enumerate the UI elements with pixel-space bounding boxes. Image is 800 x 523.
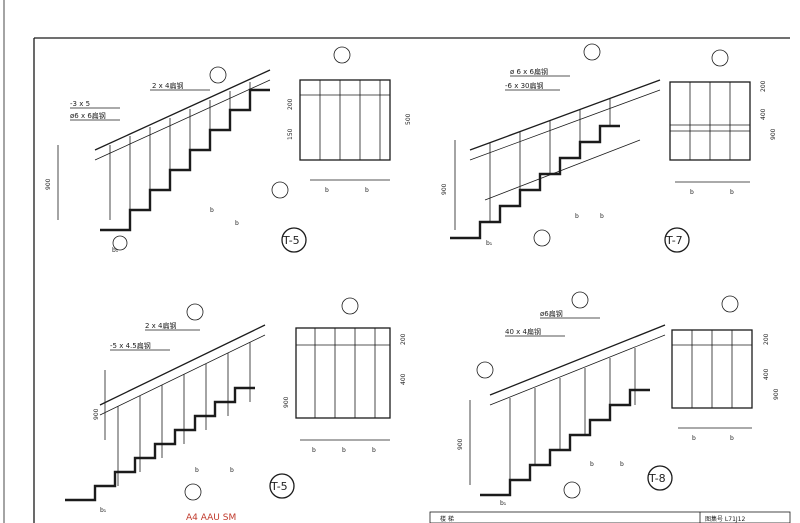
detail-bubble bbox=[711, 49, 729, 67]
tread-dim: b₁ bbox=[486, 240, 493, 247]
handrail-inner bbox=[99, 334, 266, 416]
detail-bubble bbox=[533, 229, 551, 247]
detail-bubble bbox=[186, 303, 204, 321]
red-stamp-text: A4 AAU SM bbox=[186, 513, 236, 523]
stair-profile bbox=[65, 386, 255, 502]
callout-label: ø6 x 6扁钢 bbox=[70, 111, 106, 120]
view-t7: 900 ø 6 x 6扁钢 -6 x 30扁钢 b₁ b b T-7 200 4… bbox=[441, 43, 777, 253]
tread-dim: b bbox=[195, 467, 199, 474]
tread-dim: b bbox=[230, 467, 234, 474]
view-stamp bbox=[647, 465, 673, 491]
elev-bottom-dim: b bbox=[730, 189, 734, 196]
view-stamp-label: T-7 bbox=[665, 234, 683, 247]
elevation-frame bbox=[295, 327, 391, 419]
callout-label: 2 x 4扁钢 bbox=[145, 321, 177, 330]
callout-label: -3 x 5 bbox=[70, 100, 90, 108]
elev-bottom-dim: b bbox=[730, 435, 734, 442]
detail-bubble bbox=[271, 181, 289, 199]
elev-bottom-dim: b bbox=[325, 187, 329, 194]
tread-dim: b bbox=[235, 220, 239, 227]
detail-bubble bbox=[571, 291, 589, 309]
elev-dim: 400 bbox=[760, 108, 767, 120]
view-stamp bbox=[664, 227, 690, 253]
view-stamp-label: T-5 bbox=[282, 234, 300, 247]
tread-dim: b bbox=[210, 207, 214, 214]
callout-label: -6 x 30扁钢 bbox=[505, 81, 543, 90]
view-stamp-label: T-8 bbox=[648, 472, 666, 485]
handrail bbox=[469, 79, 661, 151]
tread-dim: b bbox=[590, 461, 594, 468]
handrail-inner bbox=[489, 334, 666, 406]
elev-bottom-dim: b bbox=[692, 435, 696, 442]
elev-bottom-dim: b bbox=[372, 447, 376, 454]
view-stamp-label: T-5 bbox=[270, 480, 288, 493]
elev-dim: 900 bbox=[770, 128, 777, 140]
view-stamp bbox=[269, 473, 295, 499]
detail-bubble bbox=[209, 66, 227, 84]
elev-dim: 400 bbox=[763, 368, 770, 380]
stair-profile bbox=[100, 88, 270, 232]
view-t8: 900 ø6扁钢 40 x 4扁钢 b₁ b b T-8 200 400 900… bbox=[457, 291, 780, 507]
callout-label: ø 6 x 6扁钢 bbox=[510, 67, 548, 76]
detail-bubble bbox=[721, 295, 739, 313]
stair-profile bbox=[480, 388, 650, 497]
callout-label: -5 x 4.5扁钢 bbox=[110, 341, 151, 350]
view-t6a: 900 2 x 4扁钢 -5 x 4.5扁钢 b₁ b b T-5 200 40… bbox=[65, 297, 407, 514]
elev-bottom-dim: b bbox=[365, 187, 369, 194]
elev-dim: 200 bbox=[287, 98, 294, 110]
height-dim: 900 bbox=[45, 178, 52, 190]
callout-label: 40 x 4扁钢 bbox=[505, 327, 541, 336]
title-block bbox=[429, 511, 791, 523]
height-dim: 900 bbox=[441, 183, 448, 195]
tread-dim: b bbox=[600, 213, 604, 220]
tread-dim: b₁ bbox=[500, 500, 507, 507]
elev-dim: 900 bbox=[283, 396, 290, 408]
elev-dim: 400 bbox=[400, 373, 407, 385]
detail-bubble bbox=[563, 481, 581, 499]
elev-bottom-dim: b bbox=[690, 189, 694, 196]
tread-dim: b₁ bbox=[112, 247, 119, 254]
elev-bottom-dim: b bbox=[342, 447, 346, 454]
title-block-right: 图集号 L71J12 bbox=[705, 515, 745, 523]
handrail-inner bbox=[94, 79, 271, 161]
elev-dim: 200 bbox=[400, 333, 407, 345]
tread-dim: b bbox=[575, 213, 579, 220]
tread-dim: b₁ bbox=[100, 507, 107, 514]
elev-dim: 200 bbox=[763, 333, 770, 345]
elev-dim: 500 bbox=[405, 113, 412, 125]
elev-dim: 200 bbox=[760, 80, 767, 92]
elev-dim: 150 bbox=[287, 128, 294, 140]
elevation-frame bbox=[299, 79, 391, 161]
detail-bubble bbox=[341, 297, 359, 315]
height-dim: 900 bbox=[93, 408, 100, 420]
title-block-left: 楼 梯 bbox=[440, 515, 454, 523]
callout-label: 2 x 4扁钢 bbox=[152, 81, 184, 90]
handrail-inner bbox=[469, 89, 661, 161]
mid-rail bbox=[484, 139, 641, 201]
detail-bubble bbox=[476, 361, 494, 379]
elev-dim: 900 bbox=[773, 388, 780, 400]
detail-bubble bbox=[112, 235, 128, 251]
view-t5: 900 2 x 4扁钢 -3 x 5 ø6 x 6扁钢 b₁ b b T-5 5… bbox=[45, 46, 412, 254]
elev-bottom-dim: b bbox=[312, 447, 316, 454]
callout-label: ø6扁钢 bbox=[540, 309, 563, 318]
handrail bbox=[94, 69, 271, 151]
stair-profile bbox=[450, 124, 620, 240]
handrail bbox=[99, 324, 266, 406]
detail-bubble bbox=[333, 46, 351, 64]
detail-bubble bbox=[184, 483, 202, 501]
tread-dim: b bbox=[620, 461, 624, 468]
detail-bubble bbox=[583, 43, 601, 61]
height-dim: 900 bbox=[457, 438, 464, 450]
view-stamp bbox=[281, 227, 307, 253]
handrail bbox=[489, 324, 666, 396]
